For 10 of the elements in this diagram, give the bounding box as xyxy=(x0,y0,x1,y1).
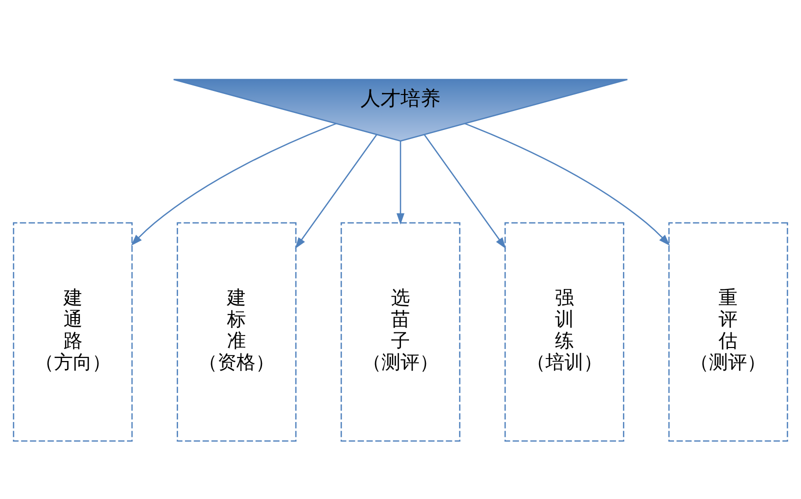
arrow xyxy=(131,122,336,246)
node-box: 选苗子（测评） xyxy=(340,222,460,442)
arrow xyxy=(464,122,670,246)
arrow xyxy=(396,140,404,224)
node-box: 强训练（培训） xyxy=(504,222,624,442)
node-box: 重评估（测评） xyxy=(668,222,788,442)
node-box: 建通路（方向） xyxy=(12,222,133,442)
arrow xyxy=(424,134,506,248)
node-box: 建标准（资格） xyxy=(176,222,297,442)
arrow xyxy=(295,134,378,248)
